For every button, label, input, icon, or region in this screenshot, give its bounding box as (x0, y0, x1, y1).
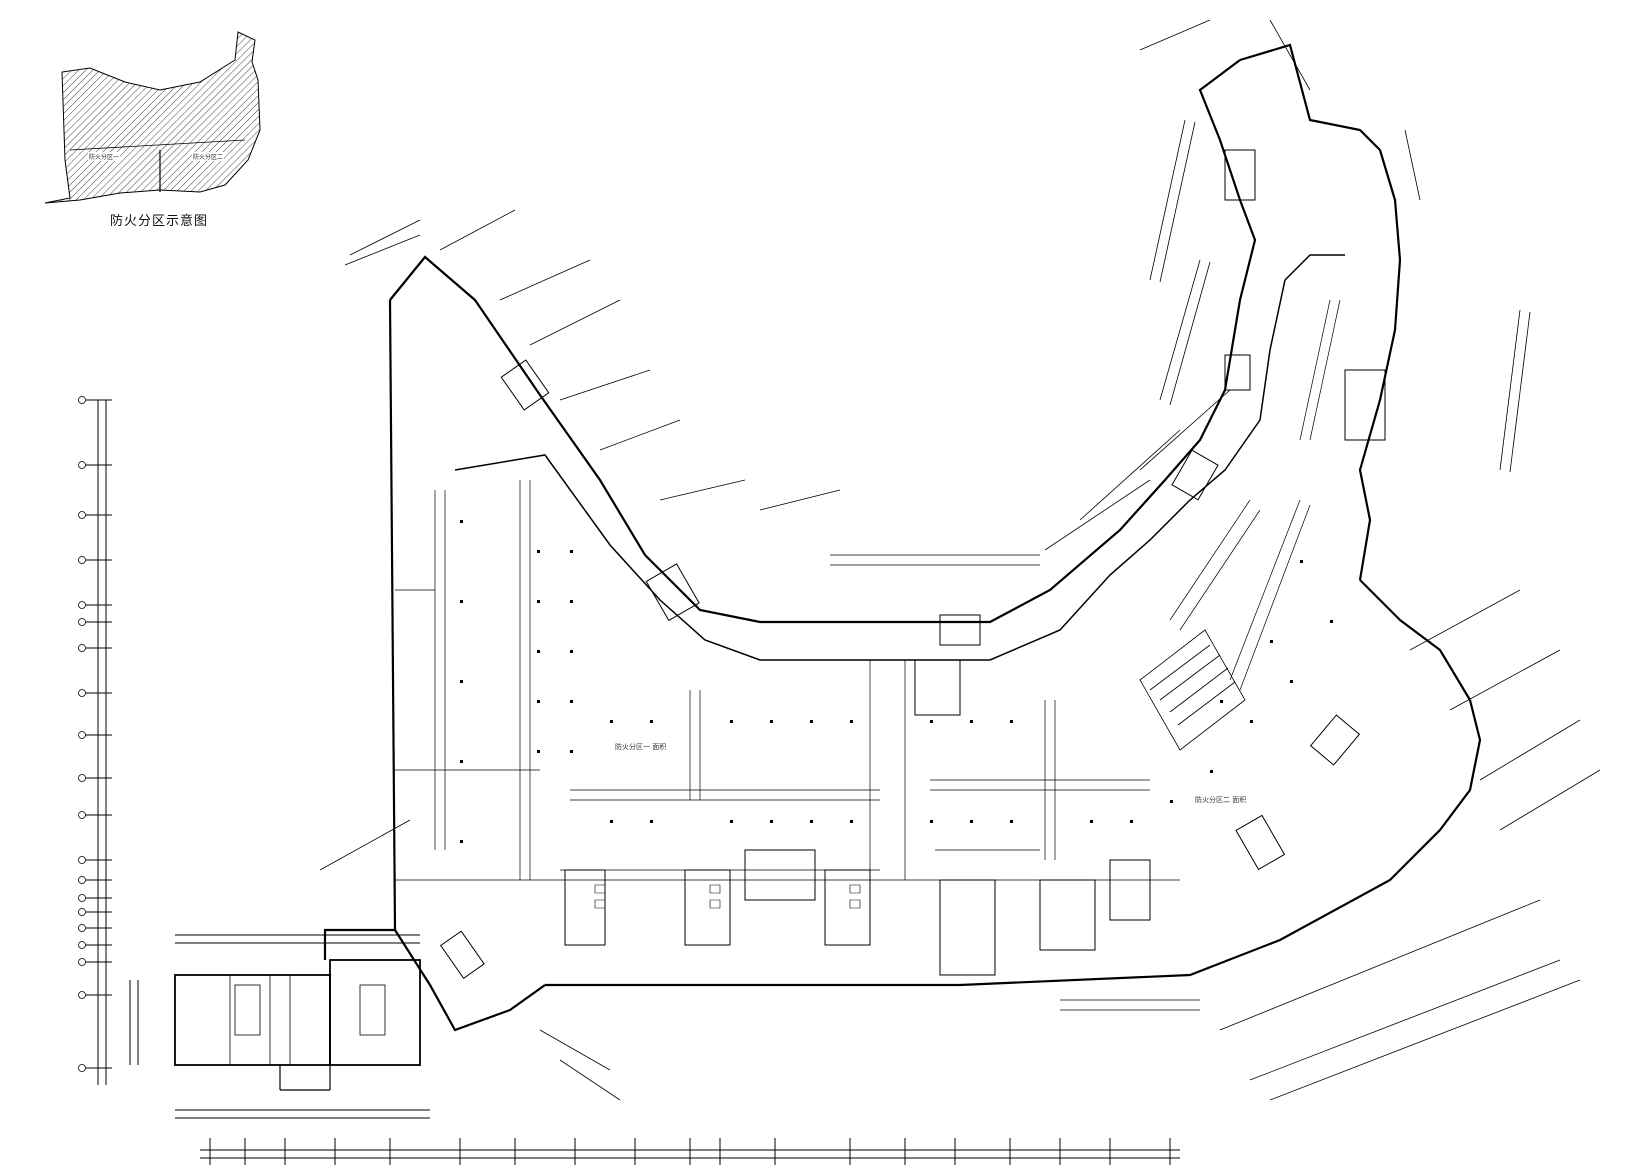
inset-label-zone-b: 防火分区二 (192, 152, 225, 161)
ramp (1139, 629, 1246, 751)
annex-dimensions (129, 934, 430, 1119)
bottom-axis-dimensions (200, 1138, 1180, 1165)
column-markers (460, 520, 1333, 843)
annex-building (174, 959, 421, 1091)
podium-outer-wall (323, 43, 1482, 1032)
left-axis-bubbles (78, 396, 86, 1072)
key-plan-inset (44, 31, 261, 204)
interior-partitions (395, 299, 1341, 881)
south-cores (564, 849, 1151, 976)
north-cores (440, 149, 1386, 979)
inset-label-zone-a: 防火分区一 (88, 152, 121, 161)
left-axis-dimensions (80, 399, 112, 1085)
perimeter-dimension-ticks (319, 19, 1601, 1101)
courtyard-edge (454, 254, 1345, 661)
zone-label-a: 防火分区一 面积 (615, 743, 667, 751)
zone-label-b: 防火分区二 面积 (1195, 796, 1247, 804)
legend-caption: 防火分区示意图 (110, 214, 209, 229)
